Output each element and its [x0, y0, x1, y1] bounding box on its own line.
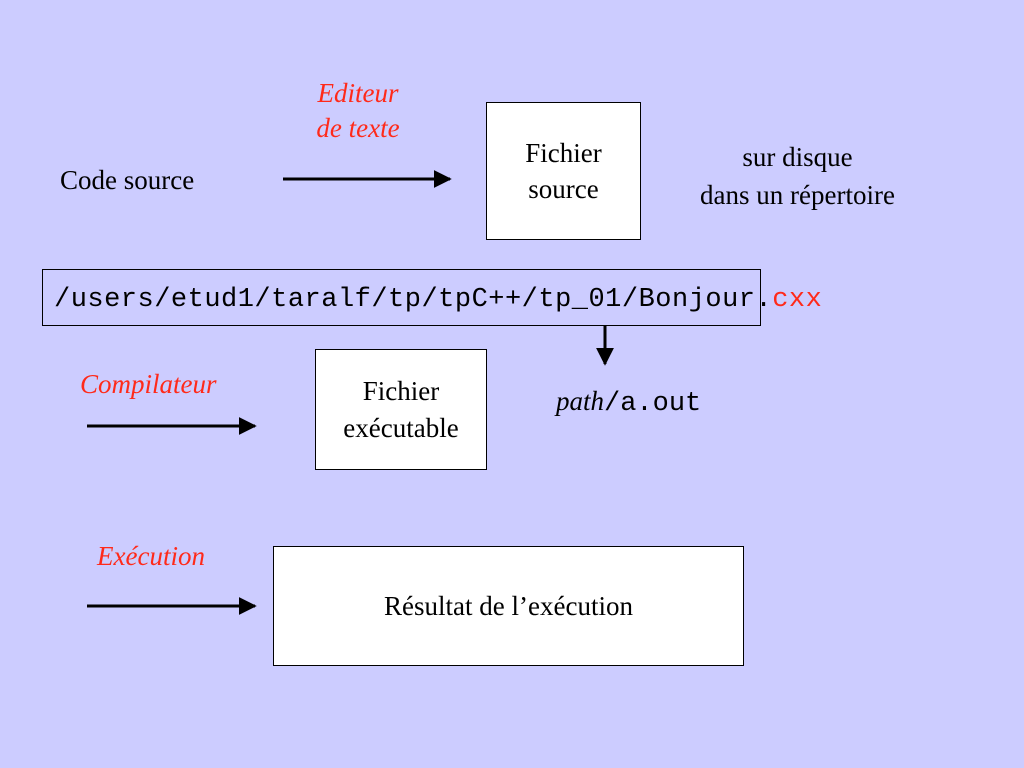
exe-file-line1: Fichier	[362, 376, 440, 407]
editor-label-line2: de texte	[316, 113, 400, 144]
aout-path-italic: path	[556, 386, 605, 416]
result-text: Résultat de l’exécution	[384, 590, 633, 621]
editor-label: Editeur de texte	[300, 76, 416, 146]
source-file-line1: Fichier	[525, 137, 602, 168]
path-filename: Bonjour.	[638, 285, 773, 315]
source-file-box: Fichier source	[486, 102, 641, 240]
compiler-label: Compilateur	[80, 369, 217, 399]
source-file-line2: source	[528, 174, 599, 204]
aout-path: path/a.out	[556, 385, 701, 420]
disk-line2: dans un répertoire	[700, 179, 895, 210]
exe-file-line2: exécutable	[343, 412, 459, 443]
editor-label-line1: Editeur	[317, 78, 399, 108]
disk-location-note: sur disque dans un répertoire	[670, 139, 925, 215]
execution-label: Exécution	[97, 541, 205, 571]
result-box: Résultat de l’exécution	[273, 546, 744, 666]
file-path: /users/etud1/taralf/tp/tpC++/tp_01/Bonjo…	[54, 282, 822, 315]
path-box	[42, 269, 761, 326]
code-source-label: Code source	[60, 165, 195, 195]
aout-file: /a.out	[604, 389, 702, 419]
path-prefix: /users/etud1/taralf/tp/tpC++/tp_01/	[54, 285, 639, 315]
path-extension: cxx	[772, 285, 823, 315]
executable-file-box: Fichier exécutable	[315, 349, 487, 470]
disk-line1: sur disque	[742, 142, 853, 172]
